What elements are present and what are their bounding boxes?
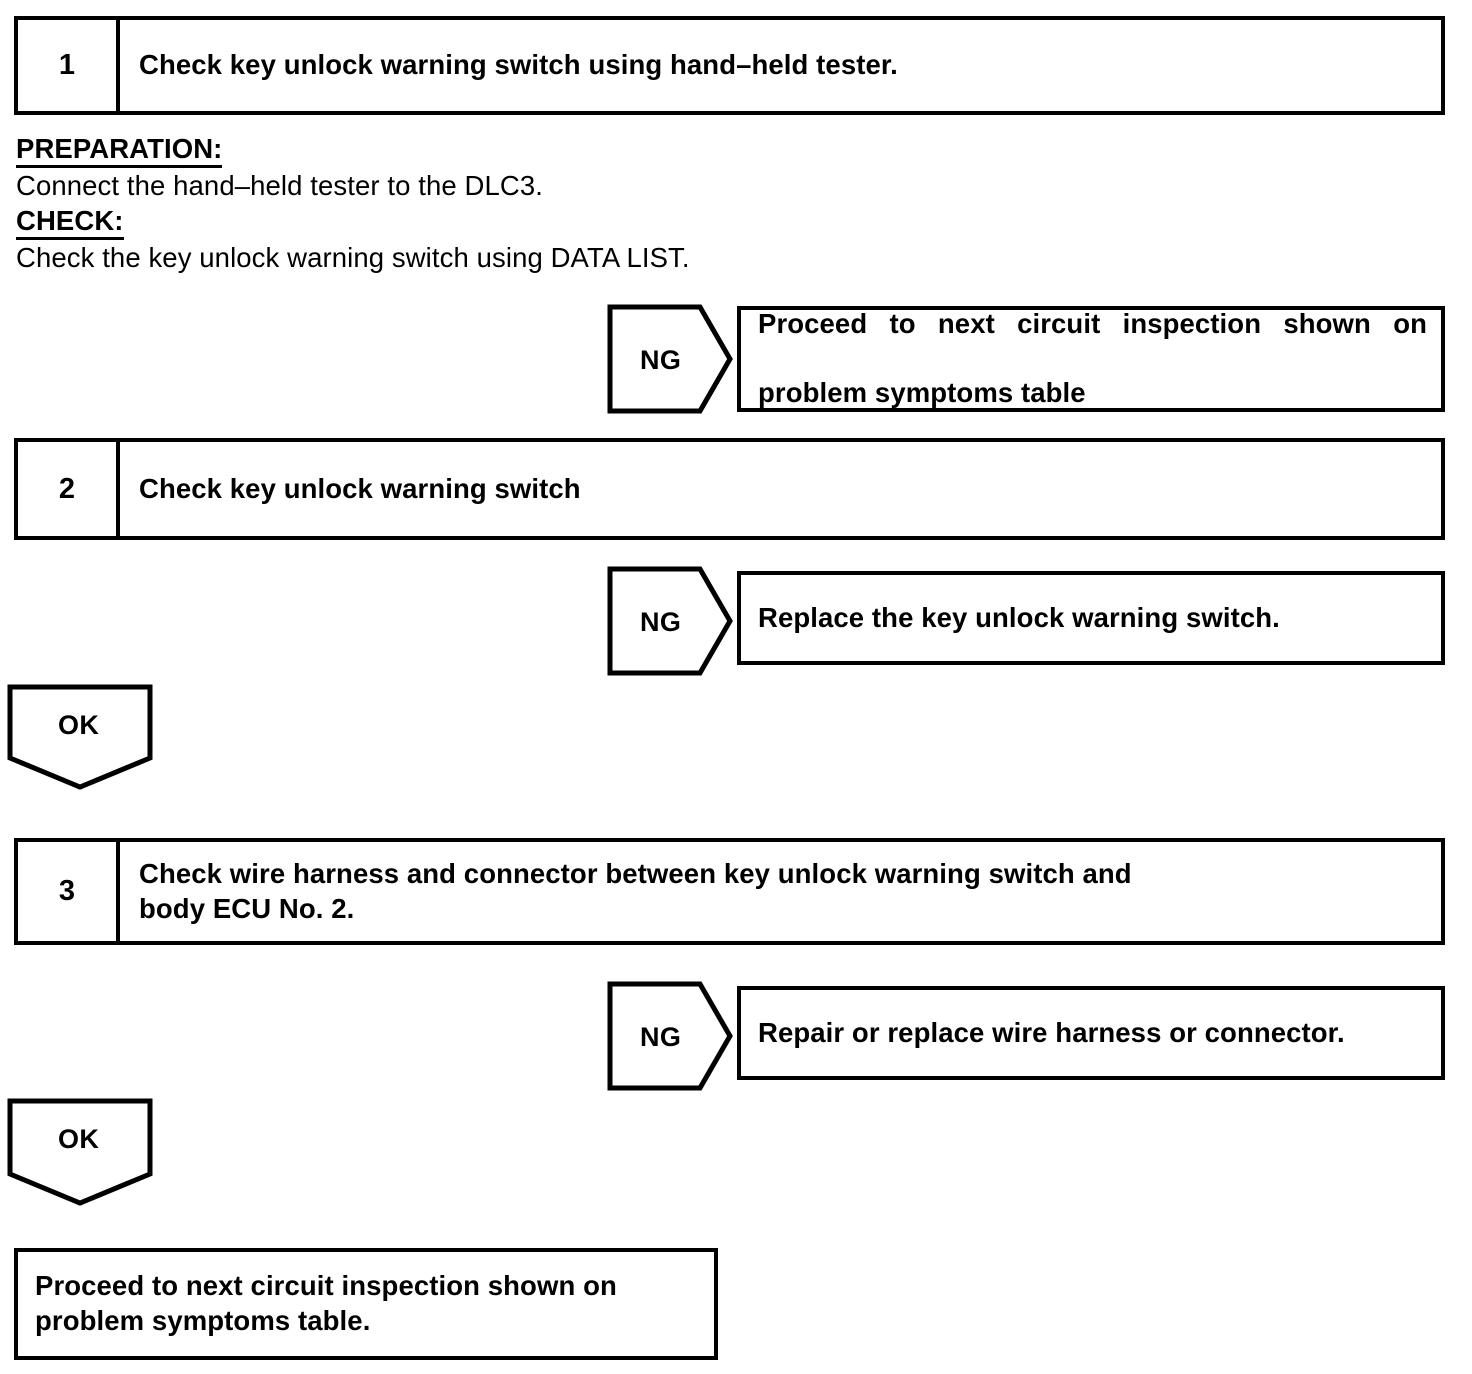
step-number-2: 2: [58, 472, 76, 505]
step-title-2: Check key unlock warning switch: [139, 472, 581, 504]
step-number-cell-3: 3: [18, 842, 120, 941]
step-title-3-line1: Check wire harness and connector between…: [139, 857, 1132, 889]
conclusion-line-1: Proceed to next circuit inspection shown…: [35, 1270, 617, 1302]
preparation-body: Connect the hand–held tester to the DLC3…: [16, 169, 543, 201]
step-number-cell-1: 1: [18, 20, 120, 111]
ng-result-text-2: Replace the key unlock warning switch.: [741, 601, 1441, 636]
conclusion-text: Proceed to next circuit inspection shown…: [18, 1269, 714, 1338]
ng-result-box-1: Proceed to next circuit inspection shown…: [737, 306, 1445, 412]
ng-arrow-label-3: NG: [640, 1022, 682, 1052]
step-number-3: 3: [58, 875, 76, 907]
ng-arrow-1: NG: [607, 304, 733, 414]
ng-result-text-3: Repair or replace wire harness or connec…: [741, 1016, 1441, 1051]
step-number-cell-2: 2: [18, 442, 120, 536]
ok-arrow-2: OK: [7, 1098, 153, 1206]
check-body: Check the key unlock warning switch usin…: [16, 241, 690, 273]
ng-result-text-1: Proceed to next circuit inspection shown…: [741, 307, 1441, 411]
conclusion-box: Proceed to next circuit inspection shown…: [14, 1248, 718, 1360]
ng-result-box-2: Replace the key unlock warning switch.: [737, 571, 1445, 665]
step-box-3: 3 Check wire harness and connector betwe…: [14, 838, 1445, 945]
step-title-3: Check wire harness and connector between…: [139, 857, 1132, 926]
ng-result-line-2a: Replace the key unlock warning switch.: [758, 601, 1280, 633]
preparation-check-block: PREPARATION: Connect the hand–held teste…: [16, 133, 916, 278]
ng-result-line-1b: problem symptoms table: [758, 377, 1086, 409]
step-text-cell-1: Check key unlock warning switch using ha…: [120, 20, 1441, 111]
preparation-heading: PREPARATION:: [16, 133, 223, 168]
ok-arrow-1: OK: [7, 684, 153, 790]
ok-arrow-label-2: OK: [58, 1124, 100, 1154]
step-title-3-line2: body ECU No. 2.: [139, 892, 355, 924]
conclusion-line-2: problem symptoms table.: [35, 1305, 371, 1336]
step-box-1: 1 Check key unlock warning switch using …: [14, 16, 1445, 115]
ng-arrow-2: NG: [607, 566, 733, 676]
ng-arrow-3: NG: [607, 981, 733, 1091]
check-heading: CHECK:: [16, 205, 124, 240]
preparation-block: PREPARATION: Connect the hand–held teste…: [16, 133, 916, 202]
step-text-cell-2: Check key unlock warning switch: [120, 442, 1441, 536]
ng-result-line-3a: Repair or replace wire harness or connec…: [758, 1016, 1345, 1048]
ok-arrow-label-1: OK: [58, 710, 100, 740]
step-box-2: 2 Check key unlock warning switch: [14, 438, 1445, 540]
ng-result-box-3: Repair or replace wire harness or connec…: [737, 986, 1445, 1080]
check-block: CHECK: Check the key unlock warning swit…: [16, 205, 916, 274]
ng-arrow-label-2: NG: [640, 607, 682, 637]
ng-arrow-label-1: NG: [640, 345, 682, 375]
ng-result-line-1a: Proceed to next circuit inspection shown…: [758, 308, 1427, 340]
step-number-1: 1: [58, 49, 76, 81]
step-title-1: Check key unlock warning switch using ha…: [139, 49, 898, 81]
step-text-cell-3: Check wire harness and connector between…: [120, 842, 1441, 941]
